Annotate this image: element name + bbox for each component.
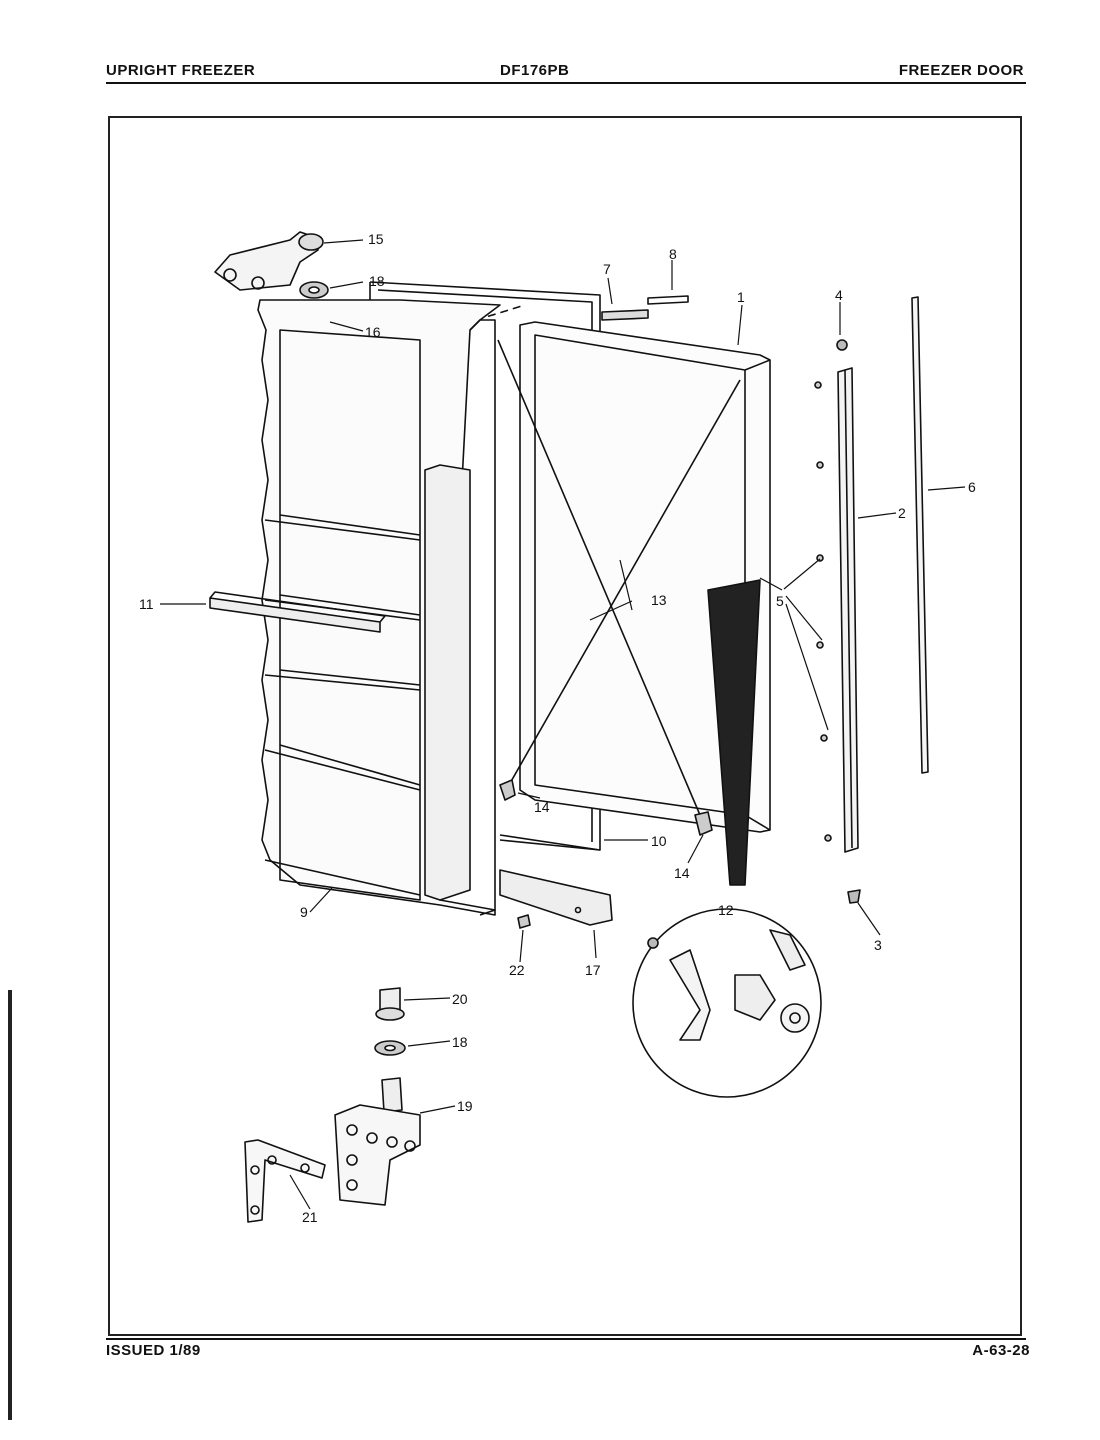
footer-page-code: A-63-28	[972, 1342, 1030, 1359]
footer-issue-date: ISSUED 1/89	[106, 1342, 201, 1359]
door-liner	[257, 299, 501, 916]
small-bar-7	[601, 309, 649, 321]
callout-3: 3	[874, 937, 882, 953]
callout-7: 7	[603, 261, 611, 277]
callout-6: 6	[968, 479, 976, 495]
gasket-rod	[911, 296, 929, 774]
header-model-number: DF176PB	[500, 62, 570, 79]
bottom-hinge	[334, 1077, 421, 1206]
small-bar-8	[647, 295, 689, 305]
leader-lines	[160, 239, 966, 1210]
door-shelf-bar	[209, 591, 386, 633]
callout-8: 8	[669, 246, 677, 262]
latch-detail-circle	[632, 908, 822, 1098]
callout-12: 12	[718, 902, 734, 918]
top-screw	[836, 339, 848, 351]
header-rule	[106, 82, 1026, 84]
lower-washer	[374, 1040, 406, 1056]
callout-18-top: 18	[369, 273, 385, 289]
rod-bracket-left	[499, 779, 516, 801]
header-product-type: UPRIGHT FREEZER	[106, 62, 256, 79]
callout-9: 9	[300, 904, 308, 920]
latch-strap	[707, 579, 761, 886]
callout-14-left: 14	[534, 799, 550, 815]
scan-edge-mark	[8, 990, 12, 1420]
callout-13: 13	[651, 592, 667, 608]
callout-16: 16	[365, 324, 381, 340]
diagram-frame	[108, 116, 1022, 1336]
callout-20: 20	[452, 991, 468, 1007]
side-screws	[814, 381, 832, 842]
hinge-pin	[375, 987, 405, 1021]
callout-5: 5	[776, 593, 784, 609]
callout-11: 11	[139, 596, 154, 612]
top-washer	[299, 281, 329, 299]
callout-10: 10	[651, 833, 667, 849]
lower-hinge-plate	[244, 1139, 326, 1223]
callout-4: 4	[835, 287, 843, 303]
bottom-trim	[499, 869, 613, 926]
top-hinge-plate	[214, 231, 324, 291]
callout-22: 22	[509, 962, 525, 978]
callout-21: 21	[302, 1209, 318, 1225]
rod-bracket-right	[694, 811, 713, 836]
bottom-screw	[847, 889, 861, 904]
door-brace-rods	[497, 339, 741, 816]
outer-door-panel	[519, 321, 771, 833]
callout-2: 2	[898, 505, 906, 521]
callout-labels: 15 18 16 7 8 1 4 6 2 11 13 5 14 10 14 9 …	[139, 231, 976, 1225]
trim-clip	[517, 914, 531, 929]
callout-1: 1	[737, 289, 745, 305]
footer-rule	[106, 1338, 1026, 1340]
header-section-title: FREEZER DOOR	[898, 62, 1024, 79]
callout-18-bottom: 18	[452, 1034, 468, 1050]
callout-15: 15	[368, 231, 384, 247]
side-trim-strip	[837, 367, 859, 853]
callout-19: 19	[457, 1098, 473, 1114]
callout-14-right: 14	[674, 865, 690, 881]
callout-17: 17	[585, 962, 601, 978]
